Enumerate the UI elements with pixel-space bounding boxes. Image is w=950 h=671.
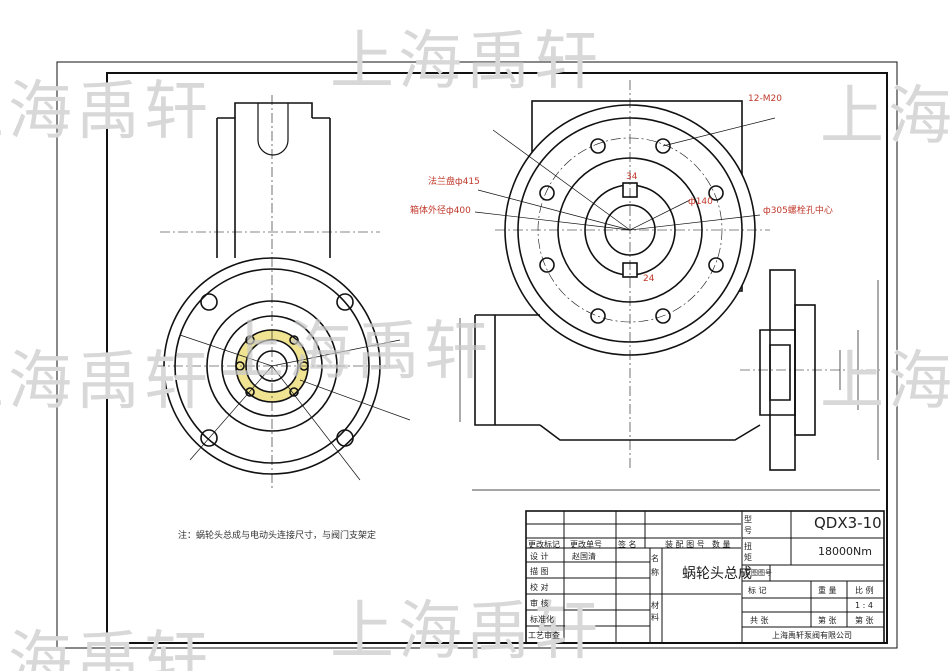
tb-scale: 1 : 4: [855, 601, 873, 610]
tb-torque-label: 扭 矩: [744, 542, 752, 562]
annotation-flange: 法兰盘ф415: [428, 177, 480, 187]
tb-header: 数 量: [712, 540, 731, 549]
tb-sheets-total: 共 张: [750, 616, 769, 625]
tb-designer: 赵国清: [572, 552, 596, 561]
tb-model: QDX3-10: [814, 514, 882, 532]
tb-name-label: 名 称: [651, 554, 659, 577]
tb-sheet-count: 第 张: [855, 616, 874, 625]
tb-material-label: 材 料: [651, 601, 659, 622]
tb-company: 上海禹轩泵阀有限公司: [772, 631, 852, 640]
tb-drawing: 描 图: [530, 567, 549, 576]
tb-weight: 重 量: [818, 586, 837, 595]
tb-standard: 标准化: [530, 615, 554, 624]
annotation-bolt-circle: ф305螺栓孔中心: [763, 206, 833, 216]
leaders-left: [179, 334, 411, 481]
annotation-bolts: 12-M20: [748, 94, 782, 104]
right-view: [474, 100, 816, 471]
watermark: 上海禹轩: [820, 345, 950, 419]
watermark: 上海禹轩: [220, 315, 492, 389]
title-block: [525, 510, 885, 644]
annotation-bore: ф140: [688, 197, 713, 207]
tb-part-name: 蜗轮头总成: [682, 566, 752, 582]
watermark: 上海禹轩: [0, 75, 212, 149]
tb-mark: 标 记: [748, 586, 767, 595]
inner-border: [106, 72, 888, 644]
tb-sheet-no: 第 张: [818, 616, 837, 625]
tb-torque: 18000Nm: [818, 545, 872, 558]
tb-old-drawing: 原图图号: [744, 569, 772, 577]
tb-check: 校 对: [530, 583, 549, 592]
annotation-key-bottom: 24: [643, 274, 655, 284]
watermark: 上海禹轩: [330, 595, 602, 669]
tb-header: 更改单号: [570, 540, 602, 549]
annotation-body-od: 箱体外径ф400: [410, 206, 471, 216]
watermark: 上海禹轩: [820, 80, 950, 154]
watermark: 上海禹轩: [0, 625, 212, 671]
tb-review: 审 核: [530, 599, 549, 608]
annotation-key-top: 34: [626, 172, 638, 182]
watermark: 上海禹轩: [0, 345, 212, 419]
tb-header: 更改标记: [528, 540, 560, 549]
watermark: 上海禹轩: [330, 25, 602, 99]
dimension-lines: [459, 117, 880, 491]
centerlines-right: [495, 80, 880, 470]
tb-process: 工艺审查: [528, 631, 560, 640]
tb-header: 装 配 图 号: [665, 540, 705, 549]
tb-design: 设 计: [530, 552, 549, 561]
tb-scale-label: 比 例: [855, 586, 874, 595]
note-text: 注：蜗轮头总成与电动头连接尺寸，与阀门支架定: [178, 531, 377, 541]
outer-border: [56, 61, 898, 649]
tb-model-label: 型 号: [744, 515, 752, 535]
tb-header: 签 名: [618, 540, 637, 549]
